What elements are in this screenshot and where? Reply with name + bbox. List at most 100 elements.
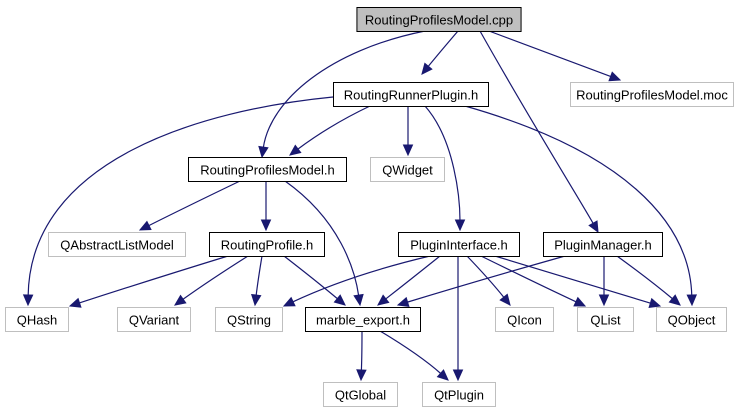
edge-line [494, 255, 652, 304]
node-label: RoutingProfile.h [221, 238, 314, 253]
edge-pm-to-qobject [616, 255, 681, 306]
node-label: QIcon [507, 313, 542, 328]
arrowhead-icon [356, 369, 367, 382]
arrowhead-icon [668, 294, 681, 306]
node-box [398, 232, 520, 257]
arrowhead-icon [353, 293, 364, 307]
edge-line [479, 30, 595, 225]
arrowhead-icon [436, 369, 449, 381]
arrowhead-icon [396, 296, 410, 307]
node-label: QList [590, 313, 621, 328]
node-label: QObject [668, 313, 716, 328]
edge-line [464, 105, 693, 297]
node-box [5, 307, 69, 332]
arrowhead-icon [588, 220, 599, 234]
node-box [656, 307, 727, 332]
edge-rpm-to-me [284, 180, 364, 307]
arrowhead-icon [333, 294, 346, 306]
node-label: QWidget [382, 163, 433, 178]
node-label: QAbstractListModel [60, 238, 174, 253]
node-moc: RoutingProfilesModel.moc [570, 82, 734, 107]
node-box [117, 307, 191, 332]
edge-line [360, 330, 363, 372]
node-qvariant: QVariant [117, 307, 191, 332]
node-qtglobal: QtGlobal [323, 382, 398, 407]
edge-me-to-qtplugin [379, 330, 449, 381]
arrowhead-icon [251, 293, 262, 307]
node-box [323, 382, 398, 407]
edge-cpp-to-rrp [421, 30, 459, 75]
edge-cpp-to-rpm [258, 30, 426, 159]
node-box [333, 82, 489, 107]
node-pi[interactable]: PluginInterface.h [398, 232, 520, 257]
edges-layer [22, 30, 698, 382]
arrowhead-icon [402, 144, 414, 157]
arrowhead-icon [289, 144, 302, 156]
node-me[interactable]: marble_export.h [305, 307, 421, 332]
node-label: QVariant [129, 313, 180, 328]
node-label: RoutingProfilesModel.moc [576, 88, 728, 103]
node-qhash: QHash [5, 307, 69, 332]
node-box [215, 307, 283, 332]
edge-rrp-to-qwidget [402, 106, 414, 157]
edge-line [379, 330, 442, 375]
edge-line [262, 30, 426, 149]
node-rpm[interactable]: RoutingProfilesModel.h [188, 157, 347, 182]
edge-pi-to-qlist [480, 255, 587, 307]
node-box [188, 157, 347, 182]
edge-line [427, 30, 459, 68]
edge-rrp-to-pi [424, 105, 466, 232]
arrowhead-icon [68, 297, 82, 308]
node-pm[interactable]: PluginManager.h [543, 232, 663, 257]
edge-line [424, 105, 461, 222]
edge-line [283, 255, 339, 300]
edge-line [181, 255, 249, 301]
node-box [356, 7, 522, 32]
node-label: QString [227, 313, 271, 328]
node-qicon: QIcon [495, 307, 554, 332]
edge-line [466, 255, 505, 299]
node-label: PluginInterface.h [410, 238, 508, 253]
node-cpp[interactable]: RoutingProfilesModel.cpp [356, 7, 522, 32]
edge-rpm-to-rp [260, 181, 272, 232]
node-qlist: QList [577, 307, 634, 332]
arrowhead-icon [686, 294, 698, 307]
node-rrp[interactable]: RoutingRunnerPlugin.h [333, 82, 489, 107]
edge-line [284, 180, 360, 297]
edge-rrp-to-qhash [22, 96, 334, 307]
node-rp[interactable]: RoutingProfile.h [209, 232, 325, 257]
node-box [209, 232, 325, 257]
node-label: RoutingProfilesModel.cpp [365, 13, 513, 28]
edge-line [27, 96, 334, 297]
node-label: QHash [17, 313, 57, 328]
edge-pm-to-qlist [598, 256, 610, 307]
edge-rrp-to-rpm [289, 105, 371, 156]
edge-pi-to-me [377, 255, 441, 306]
node-box [577, 307, 634, 332]
edge-line [291, 255, 431, 303]
arrowhead-icon [421, 62, 433, 75]
arrowhead-icon [573, 296, 587, 307]
edge-rpm-to-qalm [138, 180, 241, 231]
node-label: marble_export.h [316, 313, 410, 328]
node-box [570, 82, 734, 107]
node-label: PluginManager.h [554, 238, 652, 253]
edge-rp-to-qhash [68, 255, 229, 308]
edge-line [488, 30, 612, 78]
arrowhead-icon [260, 219, 272, 232]
edge-line [616, 255, 674, 300]
node-qwidget: QWidget [370, 157, 445, 182]
arrowhead-icon [499, 293, 511, 306]
edge-line [480, 255, 578, 303]
edge-line [406, 255, 566, 303]
arrowhead-icon [608, 71, 622, 82]
edge-line [384, 255, 441, 300]
node-label: QtGlobal [335, 388, 386, 403]
arrowhead-icon [598, 294, 610, 307]
edge-rp-to-qstring [251, 255, 263, 307]
node-label: RoutingRunnerPlugin.h [344, 88, 478, 103]
edge-line [296, 105, 371, 151]
edge-line [147, 180, 241, 227]
node-qtplugin: QtPlugin [422, 382, 496, 407]
